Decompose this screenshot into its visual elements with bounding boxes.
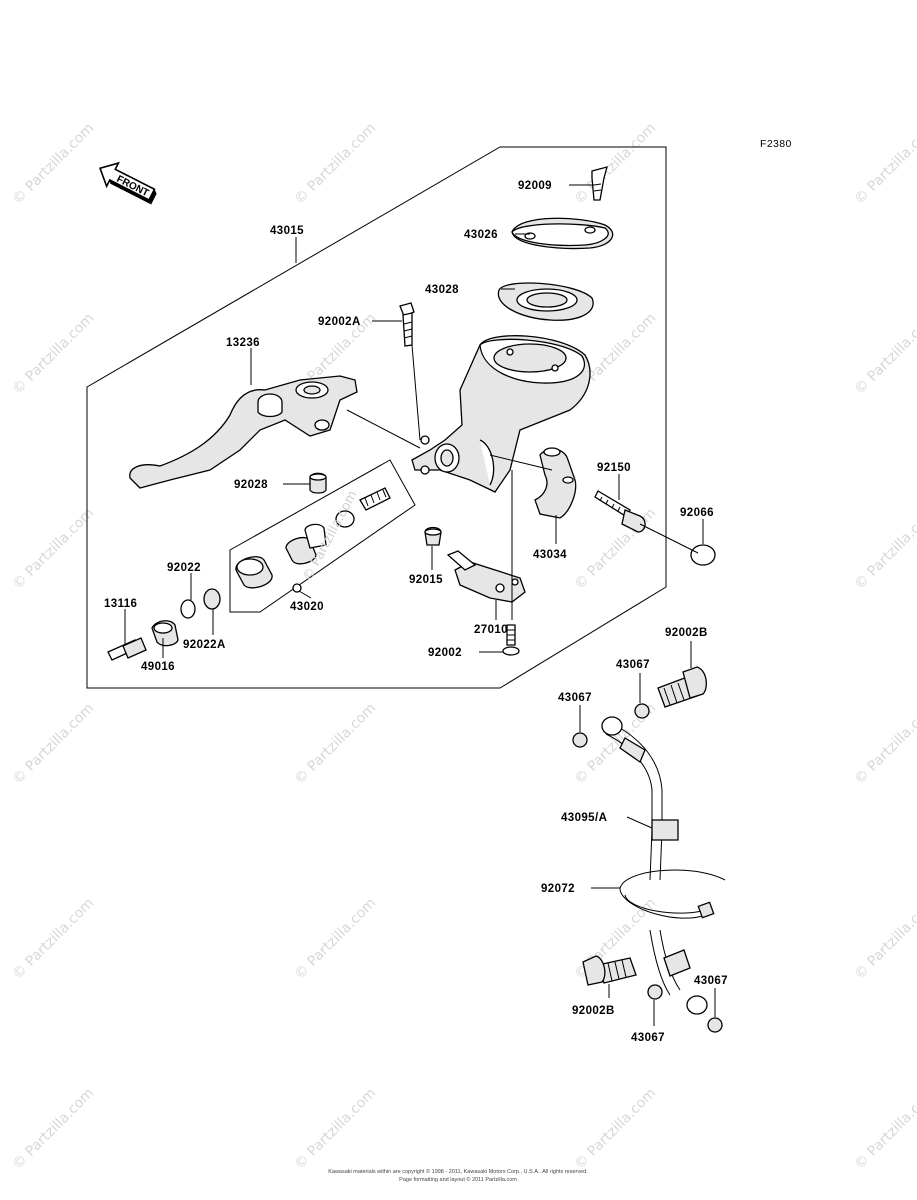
label-43095A: 43095/A bbox=[561, 812, 607, 824]
screw-92002 bbox=[502, 624, 520, 656]
lever-13236 bbox=[129, 375, 358, 489]
label-43015: 43015 bbox=[270, 225, 304, 237]
switch-27010 bbox=[446, 550, 526, 603]
watermark: © Partzilla.com bbox=[10, 700, 98, 788]
diaphragm-43028 bbox=[497, 282, 594, 321]
watermark: © Partzilla.com bbox=[10, 895, 98, 983]
copyright-line-2: Page formatting and layout © 2011 Partzi… bbox=[399, 1176, 517, 1183]
watermark: © Partzilla.com bbox=[852, 505, 917, 593]
bolt-92002A bbox=[399, 302, 415, 347]
banjo-bolt-92002B-top bbox=[657, 666, 708, 708]
washer-43067 bbox=[647, 984, 663, 1000]
label-43028: 43028 bbox=[425, 284, 459, 296]
label-92002A: 92002A bbox=[318, 316, 361, 328]
watermark: © Partzilla.com bbox=[292, 895, 380, 983]
ring-92022 bbox=[180, 599, 196, 619]
label-43067-b: 43067 bbox=[558, 692, 592, 704]
ring-92022A bbox=[203, 588, 221, 610]
assembly-outline bbox=[86, 146, 667, 689]
watermark: © Partzilla.com bbox=[572, 505, 660, 593]
label-92072: 92072 bbox=[541, 883, 575, 895]
clamp-43034 bbox=[534, 447, 577, 519]
label-92022A: 92022A bbox=[183, 639, 226, 651]
label-13116: 13116 bbox=[104, 598, 137, 610]
clamp-band-92072 bbox=[619, 869, 726, 919]
banjo-bolt-92002B-bottom bbox=[582, 955, 637, 986]
figure-code: F2380 bbox=[760, 138, 792, 150]
front-arrow-icon: FRONT bbox=[99, 161, 157, 205]
label-43067-a: 43067 bbox=[616, 659, 650, 671]
label-92015: 92015 bbox=[409, 574, 443, 586]
label-49016: 49016 bbox=[141, 661, 175, 673]
watermark: © Partzilla.com bbox=[292, 120, 380, 208]
watermark: © Partzilla.com bbox=[10, 120, 98, 208]
label-92002: 92002 bbox=[428, 647, 462, 659]
label-92022: 92022 bbox=[167, 562, 201, 574]
washer-43067 bbox=[634, 703, 650, 719]
washer-43067 bbox=[572, 732, 588, 748]
watermark: © Partzilla.com bbox=[10, 310, 98, 398]
watermark: © Partzilla.com bbox=[292, 1085, 380, 1173]
watermark: © Partzilla.com bbox=[572, 120, 660, 208]
label-43020: 43020 bbox=[290, 601, 324, 613]
leader-lines bbox=[124, 184, 716, 1026]
watermark: © Partzilla.com bbox=[292, 700, 380, 788]
pivot-92028 bbox=[309, 472, 327, 494]
label-92002B-top: 92002B bbox=[665, 627, 708, 639]
piston-kit-outline bbox=[229, 459, 416, 613]
watermark: © Partzilla.com bbox=[852, 120, 917, 208]
brake-hose-43095A bbox=[601, 716, 708, 1015]
watermark: © Partzilla.com bbox=[852, 1085, 917, 1173]
pushrod-13116 bbox=[107, 637, 147, 661]
label-92150: 92150 bbox=[597, 462, 631, 474]
watermark: © Partzilla.com bbox=[852, 895, 917, 983]
watermark: © Partzilla.com bbox=[10, 505, 98, 593]
grommet-92015 bbox=[424, 526, 442, 546]
watermark-layer: © Partzilla.com © Partzilla.com © Partzi… bbox=[10, 120, 917, 1173]
label-92009: 92009 bbox=[518, 180, 552, 192]
label-92066: 92066 bbox=[680, 507, 714, 519]
label-92028: 92028 bbox=[234, 479, 268, 491]
copyright-line-1: Kawasaki materials within are copyright … bbox=[328, 1168, 588, 1175]
watermark: © Partzilla.com bbox=[852, 310, 917, 398]
watermark: © Partzilla.com bbox=[10, 1085, 98, 1173]
label-43067-d: 43067 bbox=[694, 975, 728, 987]
washer-43067 bbox=[707, 1017, 723, 1033]
watermark: © Partzilla.com bbox=[572, 1085, 660, 1173]
cap-92066 bbox=[690, 544, 716, 566]
screw-92009 bbox=[591, 166, 608, 201]
watermark: © Partzilla.com bbox=[852, 700, 917, 788]
label-27010: 27010 bbox=[474, 624, 508, 636]
reservoir-cap-43026 bbox=[511, 217, 614, 250]
label-13236: 13236 bbox=[226, 337, 260, 349]
part-labels: 43015 92009 43026 43028 92002A 13236 920… bbox=[104, 180, 728, 1044]
master-cylinder-body bbox=[411, 335, 591, 493]
label-43067-c: 43067 bbox=[631, 1032, 665, 1044]
label-43026: 43026 bbox=[464, 229, 498, 241]
label-43034: 43034 bbox=[533, 549, 567, 561]
bolt-92150 bbox=[594, 490, 646, 533]
boot-49016 bbox=[151, 620, 179, 647]
label-92002B-bottom: 92002B bbox=[572, 1005, 615, 1017]
